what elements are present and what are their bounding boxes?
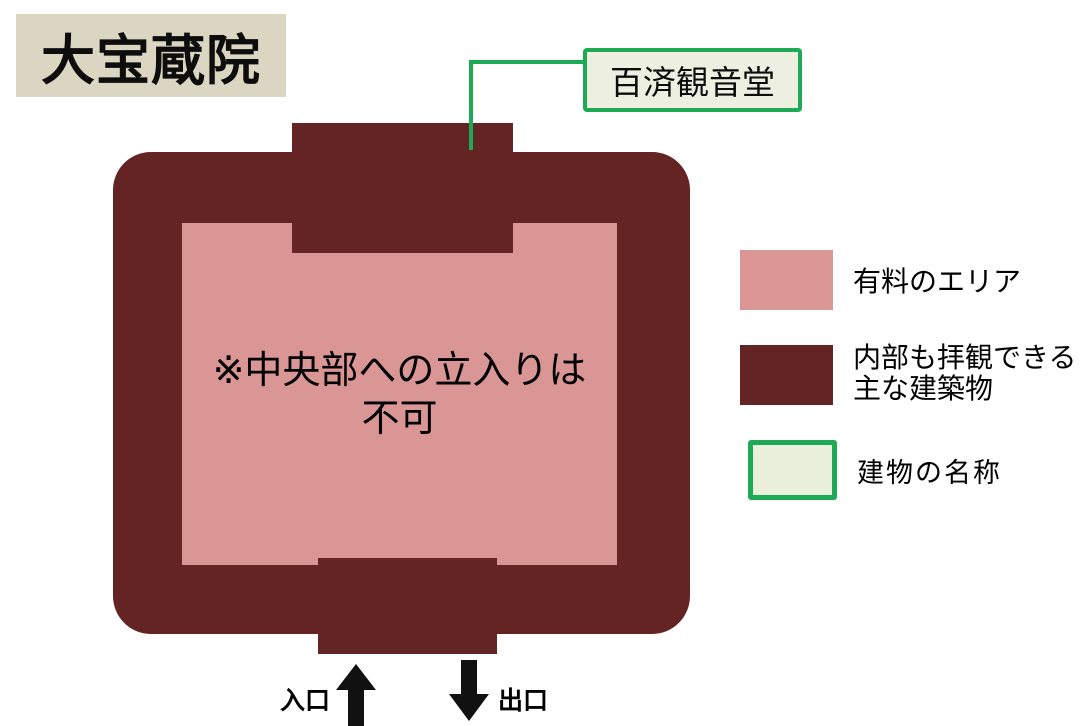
legend-label-building-name: 建物の名称 [857, 457, 1002, 489]
center-note-line2: 不可 [361, 396, 438, 440]
exit-arrow-shaft [461, 660, 477, 696]
entrance-wing [318, 558, 497, 654]
legend-label-viewable-buildings-line1: 内部も拝観できる [853, 341, 1077, 374]
entrance-arrow-icon [336, 664, 376, 690]
callout-label: 百済観音堂 [610, 63, 775, 102]
exit-arrow-icon [449, 694, 489, 721]
legend-swatch-viewable-buildings [740, 345, 833, 405]
entrance-arrow-shaft [348, 688, 364, 726]
map-title: 大宝蔵院 [41, 29, 261, 92]
legend-label-viewable-buildings-line2: 主な建築物 [853, 372, 994, 405]
legend-swatch-paid-area [740, 250, 833, 310]
legend-label-paid-area: 有料のエリア [853, 265, 1022, 298]
exit-label: 出口 [498, 686, 549, 715]
center-note-line1: ※中央部への立入りは [212, 348, 587, 392]
callout-box: 百済観音堂 [583, 48, 802, 112]
entrance-label: 入口 [280, 686, 331, 715]
callout-connector-vertical [469, 60, 473, 150]
kudara-kannon-hall-wing [292, 123, 513, 253]
legend-swatch-building-name [748, 440, 837, 500]
legend-label-viewable-buildings: 内部も拝観できる 主な建築物 [853, 342, 1076, 404]
paid-area [182, 223, 617, 565]
map-title-block: 大宝蔵院 [16, 14, 286, 97]
center-note: ※中央部への立入りは 不可 [182, 346, 617, 442]
callout-connector-horizontal [469, 60, 589, 64]
